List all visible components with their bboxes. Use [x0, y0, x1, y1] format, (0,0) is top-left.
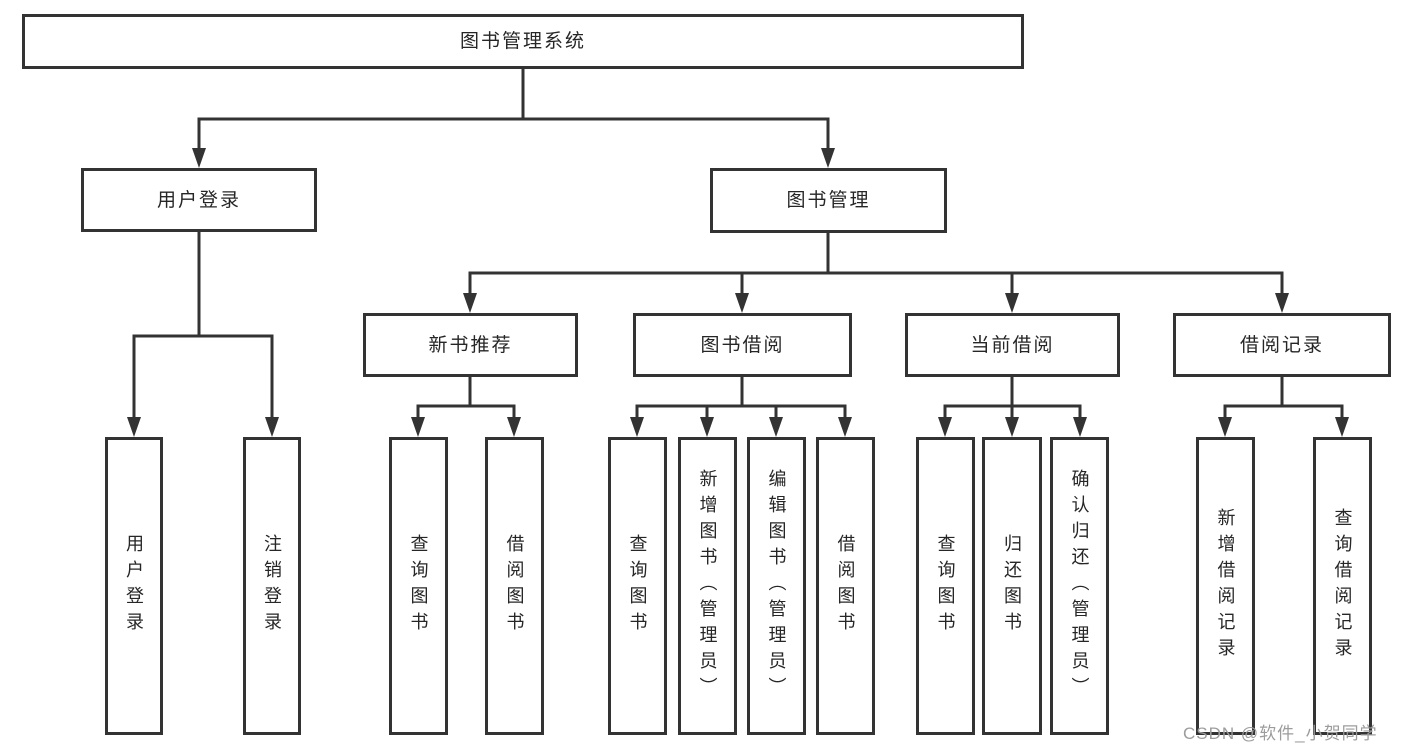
node-library-system: 图书管理系统: [22, 14, 1024, 69]
leaf-user-login: 用户登录: [105, 437, 163, 735]
leaf-query-books-recommend: 查询图书: [389, 437, 448, 735]
node-borrowing-records: 借阅记录: [1173, 313, 1391, 377]
node-book-borrowing: 图书借阅: [633, 313, 852, 377]
leaf-query-borrow-record: 查询借阅记录: [1313, 437, 1372, 735]
leaf-logout: 注销登录: [243, 437, 301, 735]
leaf-add-borrow-record: 新增借阅记录: [1196, 437, 1255, 735]
csdn-watermark: CSDN @软件_小贺同学: [1183, 724, 1378, 743]
leaf-borrow-books-borrowing: 借阅图书: [816, 437, 875, 735]
leaf-confirm-return-admin: 确认归还（管理员）: [1050, 437, 1109, 735]
leaf-query-books-borrowing: 查询图书: [608, 437, 667, 735]
node-user-login: 用户登录: [81, 168, 317, 232]
leaf-borrow-books-recommend: 借阅图书: [485, 437, 544, 735]
node-current-borrowing: 当前借阅: [905, 313, 1120, 377]
leaf-add-book-admin: 新增图书（管理员）: [678, 437, 737, 735]
node-new-book-recommend: 新书推荐: [363, 313, 578, 377]
node-book-management: 图书管理: [710, 168, 947, 233]
leaf-return-books: 归还图书: [982, 437, 1042, 735]
arrowhead-icons: [127, 148, 1349, 437]
leaf-edit-book-admin: 编辑图书（管理员）: [747, 437, 806, 735]
leaf-query-books-current: 查询图书: [916, 437, 975, 735]
